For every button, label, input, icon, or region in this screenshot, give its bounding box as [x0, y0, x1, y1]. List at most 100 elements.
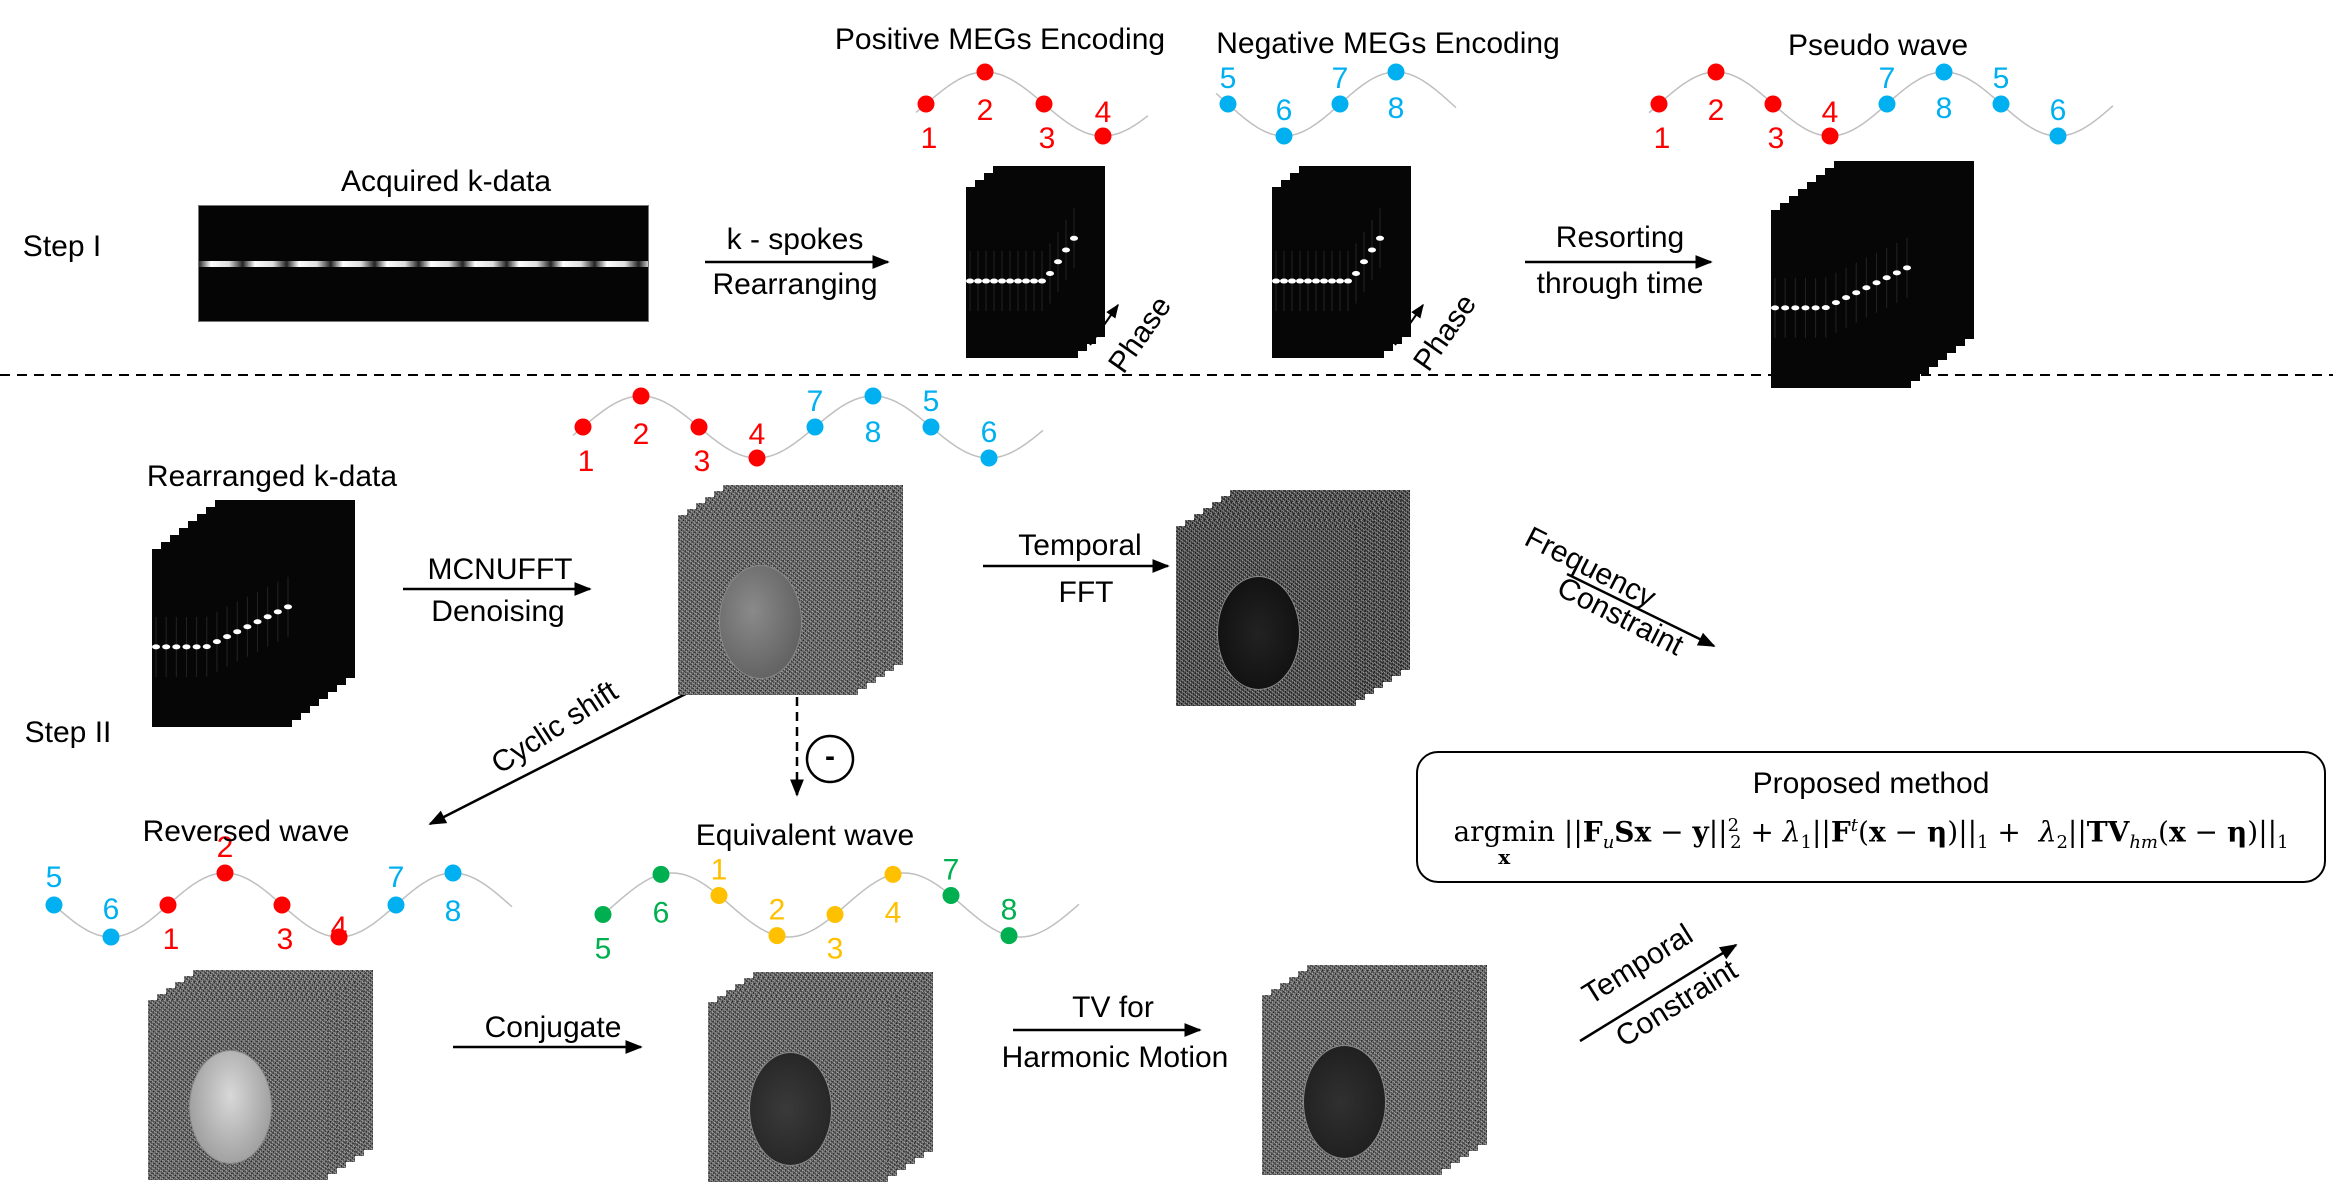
wave-point — [710, 887, 728, 904]
wave-point — [1878, 95, 1896, 113]
minus-symbol: - — [825, 740, 835, 773]
arrow-mcnufft-top-label: MCNUFFT — [427, 553, 573, 586]
phantom-ellipse — [719, 565, 803, 679]
wave-point — [2049, 127, 2067, 145]
wave-point — [1935, 63, 1953, 81]
arrow-mcnufft-bottom-label: Denoising — [431, 595, 565, 628]
wave-curve — [572, 395, 1044, 459]
wave-point — [806, 418, 824, 436]
arrow-cyclic-shift — [428, 678, 714, 826]
image-frame — [1176, 526, 1356, 706]
image-frame — [1262, 995, 1442, 1175]
wave-point — [980, 449, 998, 467]
step-2-label: Step II — [24, 716, 112, 749]
wave-point-label: 8 — [1001, 894, 1018, 927]
wave-point-label: 7 — [943, 854, 960, 887]
arrow-k-spokes-bottom-label: Rearranging — [712, 268, 878, 301]
phantom-ellipse — [1217, 576, 1301, 690]
image-frame — [148, 1000, 328, 1180]
wave-point-label: 6 — [103, 893, 120, 926]
wave-point-label: 2 — [633, 418, 650, 451]
phantom-ellipse — [189, 1050, 273, 1164]
wave-point-label: 4 — [1822, 96, 1839, 129]
wave-point-label: 8 — [445, 895, 462, 928]
arrow-tv-top-label: TV for — [1072, 991, 1154, 1024]
wave-point — [826, 906, 844, 923]
wave-point — [102, 928, 120, 946]
wave-point-label: 7 — [807, 385, 824, 418]
wave-point-label: 3 — [694, 445, 711, 478]
acquired-k-data-image — [198, 205, 649, 322]
wave-point-label: 2 — [769, 894, 786, 927]
wave-point — [922, 418, 940, 436]
phantom-ellipse — [749, 1052, 833, 1166]
arrow-temporal-fft-bottom-label: FFT — [1058, 576, 1114, 609]
wave-point — [1000, 927, 1018, 945]
wave-point — [917, 95, 935, 113]
wave-point — [884, 865, 902, 883]
wave-point — [216, 864, 234, 882]
arrow-frequency-constraint — [1566, 572, 1716, 648]
reversed-wave-title: Reversed wave — [142, 815, 350, 848]
negative-megs-title: Negative MEGs Encoding — [1216, 27, 1560, 60]
wave-point-label: 3 — [277, 923, 294, 956]
wave-point — [632, 387, 650, 405]
wave-point — [1992, 95, 2010, 113]
wave-point-label: 7 — [1332, 62, 1349, 95]
arrow-resorting-bottom-label: through time — [1536, 267, 1704, 300]
wave-point-label: 1 — [711, 854, 728, 887]
wave-point-label: 1 — [921, 122, 938, 155]
wave-point — [387, 896, 405, 914]
step-1-label: Step I — [22, 230, 102, 263]
positive-megs-title: Positive MEGs Encoding — [834, 23, 1166, 56]
image-frame — [708, 1002, 888, 1182]
wave-point-label: 1 — [1654, 122, 1671, 155]
k-space-frame — [1272, 187, 1384, 358]
wave-point-label: 6 — [981, 416, 998, 449]
wave-point-label: 1 — [578, 445, 595, 478]
wave-point — [45, 896, 63, 914]
wave-point-label: 5 — [923, 385, 940, 418]
image-frame — [678, 515, 858, 695]
wave-point-label: 6 — [2050, 94, 2067, 127]
wave-point — [1387, 63, 1405, 81]
arrow-temporal-fft-top-label: Temporal — [1018, 529, 1142, 562]
wave-point-label: 3 — [1039, 122, 1056, 155]
wave-point — [1094, 127, 1112, 145]
pseudo-wave-title: Pseudo wave — [1787, 29, 1969, 62]
arrow-resorting-top-label: Resorting — [1555, 221, 1685, 254]
wave-point — [976, 63, 994, 81]
wave-point — [748, 449, 766, 467]
wave-point — [690, 418, 708, 436]
wave-point — [330, 928, 348, 946]
arrow-k-spokes-top-label: k - spokes — [726, 223, 864, 256]
phantom-ellipse — [1303, 1045, 1387, 1159]
rearranged-k-data-title: Rearranged k-data — [146, 460, 398, 493]
wave-point-label: 5 — [46, 861, 63, 894]
k-space-frame — [1771, 210, 1911, 388]
wave-point-label: 3 — [827, 933, 844, 966]
minus-circle — [805, 734, 855, 784]
wave-point-label: 6 — [653, 896, 670, 929]
wave-reversed: 5 6 1 2 3 4 7 8 — [45, 831, 513, 956]
wave-point-label: 5 — [1220, 62, 1237, 95]
wave-point-label: 2 — [217, 831, 234, 864]
wave-point-label: 8 — [1936, 92, 1953, 125]
wave-point-label: 5 — [595, 933, 612, 966]
wave-point-label: 6 — [1276, 94, 1293, 127]
wave-point-label: 7 — [388, 861, 405, 894]
wave-point-label: 4 — [331, 911, 348, 944]
wave-point — [1331, 95, 1349, 113]
wave-point-label: 1 — [163, 923, 180, 956]
wave-point — [652, 865, 670, 883]
wave-point-label: 2 — [1708, 94, 1725, 127]
k-space-frame — [152, 549, 292, 727]
wave-point — [1707, 63, 1725, 81]
